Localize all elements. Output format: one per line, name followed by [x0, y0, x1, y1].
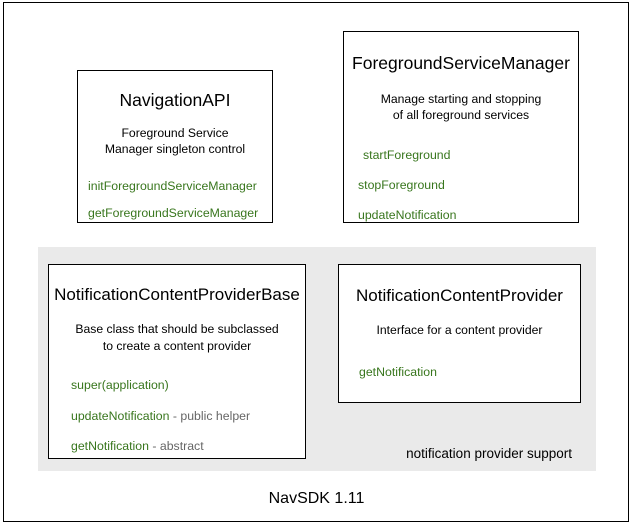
- member-name: updateNotification: [358, 207, 457, 222]
- member-name: updateNotification: [71, 408, 170, 423]
- member-list-notification-content-provider-base: super(application) updateNotification - …: [49, 378, 305, 454]
- member-note: - abstract: [148, 439, 204, 454]
- member-note: - public helper: [169, 408, 251, 423]
- class-box-notification-content-provider-base[interactable]: NotificationContentProviderBase Base cla…: [48, 264, 306, 459]
- class-description-line: to create a content provider: [102, 338, 252, 353]
- class-description-line: Foreground Service: [121, 126, 229, 140]
- class-description-notification-content-provider: Interface for a content provider: [339, 322, 580, 338]
- member-list-notification-content-provider: getNotification: [339, 365, 580, 380]
- class-box-foreground-service-manager[interactable]: ForegroundServiceManager Manage starting…: [343, 31, 579, 223]
- member-list-foreground-service-manager: startForeground stopForeground updateNot…: [344, 148, 578, 222]
- class-description-line: of all foreground services: [392, 108, 530, 123]
- class-description-foreground-service-manager: Manage starting and stopping of all fore…: [344, 91, 578, 123]
- class-box-notification-content-provider[interactable]: NotificationContentProvider Interface fo…: [338, 264, 581, 403]
- class-box-navigation-api[interactable]: NavigationAPI Foreground Service Manager…: [77, 70, 273, 223]
- member-name: super(application): [71, 377, 169, 392]
- diagram-footer-title: NavSDK 1.11: [268, 490, 365, 507]
- member-item[interactable]: stopForeground: [358, 178, 578, 193]
- class-description-line: Base class that should be subclassed: [75, 322, 279, 337]
- member-name: getNotification: [71, 439, 149, 454]
- class-description-line: Manager singleton control: [104, 142, 246, 157]
- class-title-foreground-service-manager: ForegroundServiceManager: [352, 53, 570, 73]
- member-name: stopForeground: [358, 178, 445, 193]
- member-item[interactable]: getNotification: [359, 365, 580, 380]
- class-title-notification-content-provider-base: NotificationContentProviderBase: [54, 285, 300, 304]
- member-item[interactable]: super(application): [71, 378, 305, 393]
- member-item[interactable]: startForeground: [358, 148, 578, 163]
- member-item[interactable]: getForegroundServiceManager: [88, 206, 272, 221]
- group-panel-caption: notification provider support: [406, 446, 572, 461]
- class-description-notification-content-provider-base: Base class that should be subclassed to …: [49, 321, 305, 353]
- member-item[interactable]: initForegroundServiceManager: [88, 179, 272, 194]
- class-description-navigation-api: Foreground Service Manager singleton con…: [78, 125, 272, 157]
- member-list-navigation-api: initForegroundServiceManager getForegrou…: [78, 179, 272, 221]
- member-item[interactable]: getNotification - abstract: [71, 439, 305, 454]
- member-name: initForegroundServiceManager: [88, 179, 257, 194]
- class-description-line: Manage starting and stopping: [380, 92, 542, 106]
- member-item[interactable]: updateNotification: [358, 208, 578, 223]
- member-name: startForeground: [363, 148, 451, 163]
- class-description-line: Interface for a content provider: [376, 323, 543, 338]
- member-name: getNotification: [359, 364, 437, 379]
- member-name: getForegroundServiceManager: [88, 206, 259, 221]
- class-title-notification-content-provider: NotificationContentProvider: [356, 286, 563, 305]
- class-title-navigation-api: NavigationAPI: [119, 90, 231, 110]
- member-item[interactable]: updateNotification - public helper: [71, 409, 305, 424]
